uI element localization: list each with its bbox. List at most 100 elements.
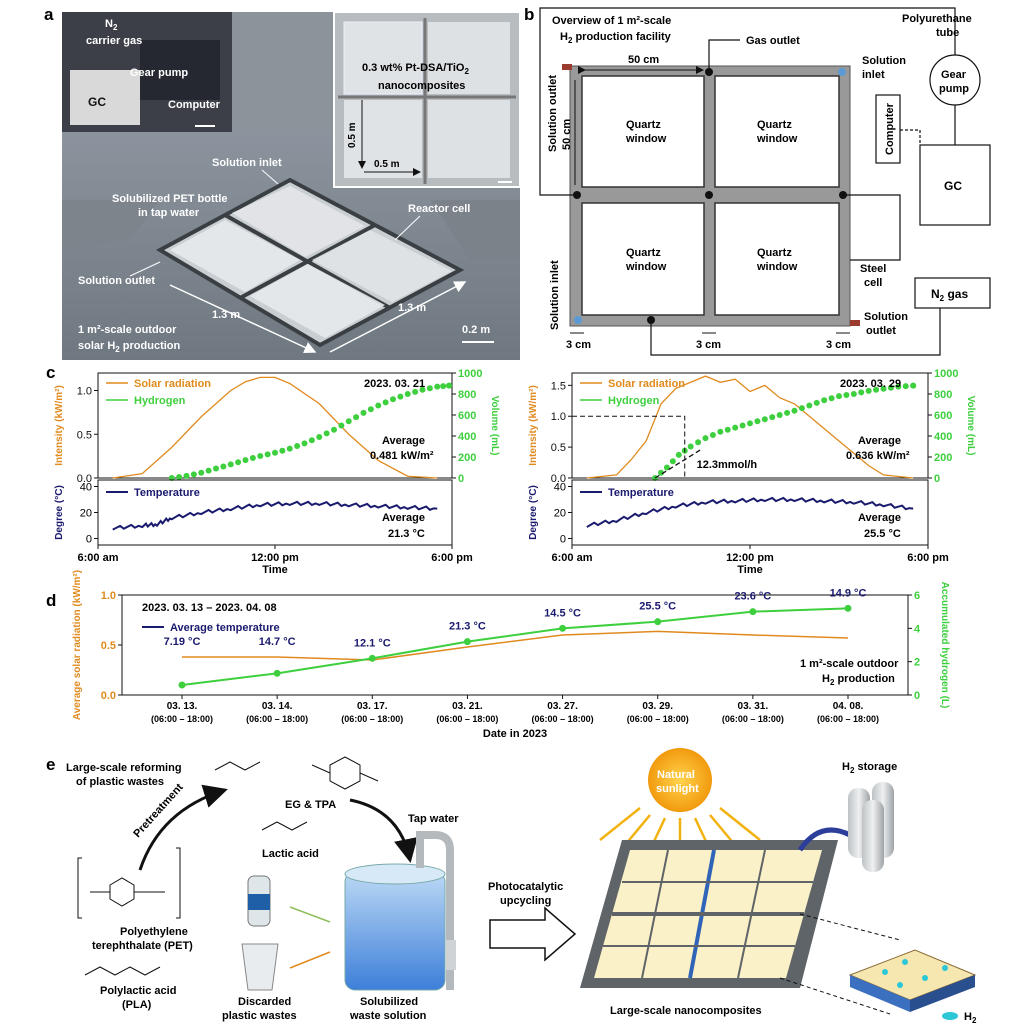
c-hydrogen-point-left bbox=[331, 426, 337, 433]
label-solubilized-1: Solubilized PET bottle bbox=[112, 193, 228, 205]
label-nanocomposites: nanocomposites bbox=[378, 80, 465, 92]
label-gear-pump-b-1: Gear bbox=[941, 69, 967, 81]
h2-bubbles bbox=[882, 959, 948, 988]
inlet-dot-top bbox=[838, 68, 846, 76]
c-xlabel-left: Time bbox=[262, 564, 287, 576]
c-right-tick-label-left: 200 bbox=[458, 452, 476, 464]
c-temp-avg-value-right: 25.5 °C bbox=[864, 528, 901, 540]
d-x-tick-label: 03. 21. bbox=[452, 701, 483, 712]
c-hydrogen-point-left bbox=[235, 459, 242, 466]
c-hydrogen-point-right bbox=[724, 426, 731, 433]
quartz-windows bbox=[581, 75, 840, 316]
h2-tube bbox=[797, 827, 852, 852]
label-polyurethane-2: tube bbox=[936, 27, 959, 39]
d-solar-line bbox=[182, 630, 849, 661]
c-left-tick-label-right: 1.0 bbox=[551, 411, 566, 423]
c-hydrogen-point-right bbox=[895, 383, 902, 390]
c-right-tick-label-left: 800 bbox=[458, 389, 476, 401]
d-temperature-label: 14.5 °C bbox=[544, 607, 581, 619]
c-hydrogen-point-left bbox=[390, 396, 396, 403]
quartz-label-3a: Quartz bbox=[626, 247, 661, 259]
c-hydrogen-point-right bbox=[776, 412, 783, 418]
c-hydrogen-point-left bbox=[308, 437, 315, 444]
d-hydrogen-point bbox=[559, 624, 567, 632]
c-temp-line-right bbox=[586, 496, 914, 528]
c-temp-tick-label-left: 0 bbox=[86, 534, 92, 546]
quartz-label-1a: Quartz bbox=[626, 119, 661, 131]
d-x-sub-label: (06:00 – 18:00) bbox=[817, 714, 879, 724]
c-avg-label-right: Average bbox=[858, 435, 901, 447]
label-50-v: 50 cm bbox=[561, 119, 573, 150]
quartz-label-2a: Quartz bbox=[757, 119, 792, 131]
tpa-molecule bbox=[329, 756, 361, 790]
d-right-tick-label: 2 bbox=[914, 657, 920, 669]
sun bbox=[648, 748, 712, 812]
d-x-sub-label: (06:00 – 18:00) bbox=[532, 714, 594, 724]
quartz-label-4a: Quartz bbox=[757, 247, 792, 259]
label-dim-left: 1.3 m bbox=[212, 309, 240, 321]
c-right-tick-label-left: 400 bbox=[458, 431, 476, 443]
label-lactic: Lactic acid bbox=[262, 848, 319, 860]
c-hydrogen-point-left bbox=[446, 382, 453, 389]
c-left-tick-label-right: 0.0 bbox=[551, 473, 566, 485]
c-hydrogen-point-left bbox=[242, 457, 249, 464]
c-hydrogen-point-right bbox=[865, 387, 872, 394]
d-hydrogen-line bbox=[181, 607, 849, 686]
d-left-tick-label: 1.0 bbox=[101, 590, 116, 602]
d-hydrogen-point bbox=[178, 681, 186, 689]
label-computer-a: Computer bbox=[168, 99, 221, 111]
c-avg-value-left: 0.481 kW/m² bbox=[370, 450, 434, 462]
leader-solution-outlet bbox=[129, 261, 161, 277]
label-3cm-3: 3 cm bbox=[826, 339, 851, 351]
c-temp-avg-label-left: Average bbox=[382, 512, 425, 524]
c-hydrogen-point-left bbox=[257, 452, 264, 459]
c-temp-line-left bbox=[112, 500, 438, 531]
label-gear-pump-a: Gear pump bbox=[130, 67, 188, 79]
c-left-tick-label-right: 1.5 bbox=[551, 380, 566, 392]
d-right-tick-label: 0 bbox=[914, 690, 920, 702]
c-temp-ylabel-left: Degree (°C) bbox=[54, 485, 65, 540]
c-rate-guide-right bbox=[572, 415, 686, 478]
d-temperature-label: 14.9 °C bbox=[830, 587, 867, 599]
c-hydrogen-point-right bbox=[821, 397, 828, 404]
c-hydrogen-point-right bbox=[675, 451, 682, 458]
tpa-bond-left bbox=[311, 764, 331, 774]
tubing bbox=[539, 7, 956, 356]
panel-grid bbox=[603, 849, 813, 979]
d-temperature-label: 12.1 °C bbox=[354, 637, 391, 649]
label-3cm-1: 3 cm bbox=[566, 339, 591, 351]
c-hydrogen-point-right bbox=[858, 389, 865, 396]
zoom-line-1 bbox=[799, 913, 901, 941]
d-right-tick-label: 4 bbox=[914, 623, 921, 635]
title-b-2: H2 production facility bbox=[560, 31, 672, 45]
catalyst-tiles bbox=[338, 18, 516, 184]
inhibit-line-2 bbox=[289, 951, 331, 969]
reactor-frame bbox=[155, 177, 465, 348]
c-hydrogen-point-left bbox=[404, 391, 411, 397]
c-hydrogen-point-left bbox=[412, 388, 419, 395]
d-ylabel-right: Accumulated hydrogen (L) bbox=[939, 582, 950, 709]
label-nanocomposites-e: Large-scale nanocomposites bbox=[610, 1005, 762, 1017]
label-solution-inlet-a: Solution inlet bbox=[212, 157, 282, 169]
c-x-tick-label-left: 6:00 am bbox=[78, 552, 119, 564]
c-right-tick-label-right: 0 bbox=[934, 473, 940, 485]
c-right-tick-label-left: 600 bbox=[458, 410, 476, 422]
c-hydrogen-point-right bbox=[761, 416, 768, 423]
label-solubilized-e-2: waste solution bbox=[349, 1010, 427, 1022]
c-temp-tick-label-left: 20 bbox=[80, 508, 92, 520]
c-ylabel-right-left: Volume (mL) bbox=[489, 396, 500, 456]
c-avg-value-right: 0.636 kW/m² bbox=[846, 450, 910, 462]
c-hydrogen-point-right bbox=[709, 431, 716, 438]
label-dim-right: 1.3 m bbox=[398, 302, 426, 314]
c-right-tick-label-right: 800 bbox=[934, 389, 952, 401]
h2-molecule bbox=[942, 1012, 958, 1020]
c-x-tick-label-right: 6:00 pm bbox=[907, 552, 949, 564]
c-hydrogen-point-left bbox=[198, 469, 205, 476]
pretreatment-arrow bbox=[138, 784, 228, 871]
c-xlabel-right: Time bbox=[737, 564, 762, 576]
faucet-handle bbox=[446, 940, 456, 970]
label-large-scale-1: Large-scale reforming bbox=[66, 762, 182, 774]
c-hydrogen-point-left bbox=[176, 473, 183, 480]
label-photocat-1: Photocatalytic bbox=[488, 881, 563, 893]
